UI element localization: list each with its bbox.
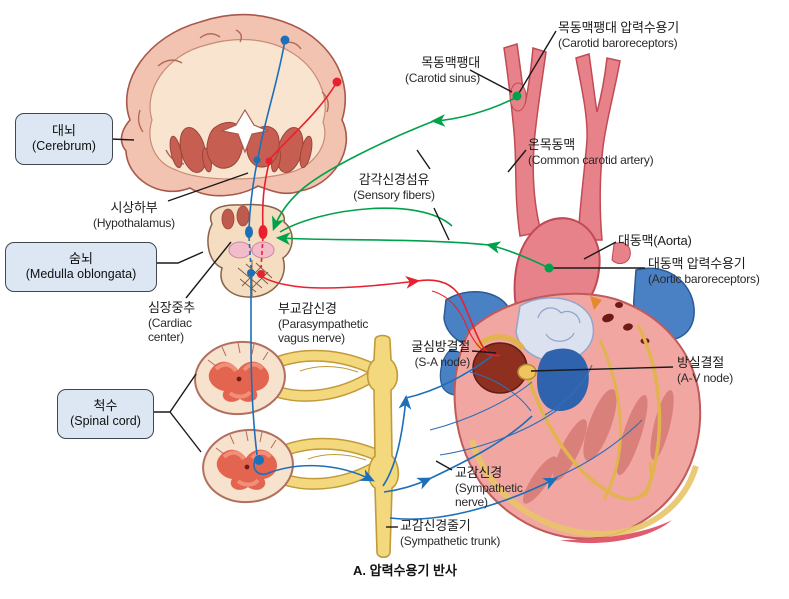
heart-illustration (429, 43, 702, 544)
cerebrum-illustration (120, 13, 348, 197)
av-node-en: (A-V node) (677, 370, 734, 385)
label-aorta: 대동맥(Aorta) (618, 233, 738, 249)
box-cerebrum-kr: 대뇌 (52, 123, 76, 139)
spinal-cord-illustration (189, 334, 400, 559)
carotid-sinus-kr: 목동맥팽대 (421, 55, 480, 70)
label-common-carotid: 온목동맥 (Common carotid artery) (528, 137, 698, 167)
box-medulla-kr: 숨뇌 (69, 251, 93, 267)
sympathetic-blue-pathway (248, 39, 558, 520)
label-sympathetic-trunk: 교감신경줄기 (Sympathetic trunk) (400, 518, 540, 548)
box-cerebrum: 대뇌 (Cerebrum) (15, 113, 113, 165)
label-av-node: 방실결절 (A-V node) (677, 355, 767, 385)
ventricle (219, 108, 271, 154)
av-node-kr: 방실결절 (677, 355, 725, 370)
label-sensory-fibers: 감각신경섬유 (Sensory fibers) (328, 172, 460, 202)
hypothalamus-kr: 시상하부 (110, 200, 158, 215)
cardiac-center-en: (Cardiac center) (148, 315, 192, 345)
label-parasympathetic: 부교감신경 (Parasympathetic vagus nerve) (278, 301, 390, 346)
sa-node-kr: 굴심방결절 (411, 339, 470, 354)
carotid-baroreceptors-kr: 목동맥팽대 압력수용기 (558, 20, 680, 35)
aortic-baroreceptors-kr: 대동맥 압력수용기 (648, 256, 746, 271)
sa-node-en: (S-A node) (414, 354, 471, 369)
aortic-baroreceptors-en: (Aortic baroreceptors) (648, 271, 760, 286)
pathway-dots (245, 35, 554, 465)
sympathetic-nerve-kr: 교감신경 (455, 465, 503, 480)
label-sa-node: 굴심방결절 (S-A node) (396, 339, 470, 369)
sensory-fibers-en: (Sensory fibers) (353, 187, 435, 202)
hypothalamus-en: (Hypothalamus) (93, 215, 175, 230)
label-hypothalamus: 시상하부 (Hypothalamus) (78, 200, 190, 230)
label-aortic-baroreceptors: 대동맥 압력수용기 (Aortic baroreceptors) (648, 256, 788, 286)
box-spinal-en: (Spinal cord) (70, 414, 141, 429)
box-spinal-kr: 척수 (93, 398, 118, 414)
common-carotid-en: (Common carotid artery) (528, 152, 654, 167)
carotid-sinus-receptor-dot (512, 91, 522, 101)
sympathetic-trunk (366, 334, 400, 559)
carotid-baroreceptors-en: (Carotid baroreceptors) (558, 35, 678, 50)
label-cardiac-center: 심장중추 (Cardiac center) (148, 300, 218, 345)
figure-caption: A. 압력수용기 반사 (353, 563, 457, 578)
box-medulla-oblongata: 숨뇌 (Medulla oblongata) (5, 242, 157, 292)
sympathetic-trunk-en: (Sympathetic trunk) (400, 533, 501, 548)
label-sympathetic-nerve: 교감신경 (Sympathetic nerve) (455, 465, 547, 510)
parasympathetic-en: (Parasympathetic vagus nerve) (278, 316, 369, 346)
aorta-text: 대동맥(Aorta) (618, 233, 692, 248)
basal-ganglia (169, 121, 313, 174)
sympathetic-trunk-kr: 교감신경줄기 (400, 518, 471, 533)
parasympathetic-kr: 부교감신경 (278, 301, 337, 316)
label-carotid-baroreceptors: 목동맥팽대 압력수용기 (Carotid baroreceptors) (558, 20, 758, 50)
right-carotid-artery (575, 53, 621, 241)
av-node (517, 363, 537, 381)
aortic-receptor-dot (544, 263, 554, 273)
sympathetic-nerve-en: (Sympathetic nerve) (455, 480, 523, 510)
medulla-illustration (207, 203, 293, 298)
common-carotid-kr: 온목동맥 (528, 137, 576, 152)
label-carotid-sinus: 목동맥팽대 (Carotid sinus) (388, 55, 480, 85)
sensory-fibers-kr: 감각신경섬유 (358, 172, 430, 187)
box-medulla-en: (Medulla oblongata) (25, 267, 137, 282)
box-spinal-cord: 척수 (Spinal cord) (57, 389, 154, 439)
leader-lines (110, 30, 674, 528)
cardiac-center-kr: 심장중추 (148, 300, 196, 315)
carotid-sinus-en: (Carotid sinus) (404, 70, 480, 85)
box-cerebrum-en: (Cerebrum) (32, 139, 96, 154)
